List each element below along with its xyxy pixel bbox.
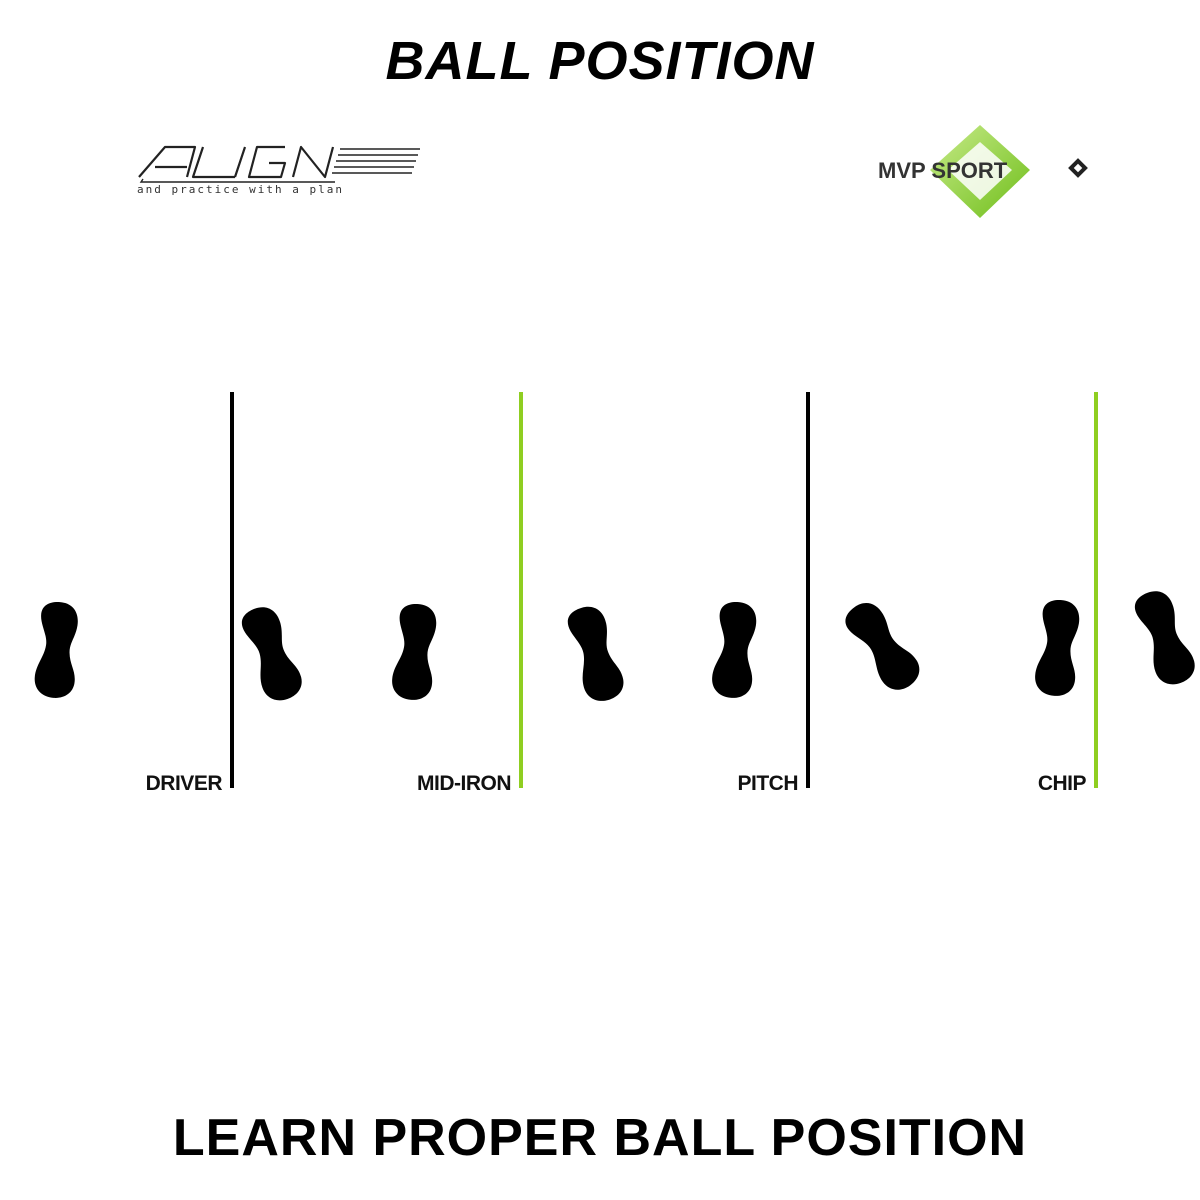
footprint-icon (838, 595, 927, 698)
club-label-pitch: PITCH (737, 772, 799, 795)
align-logo: and practice with a plan (137, 145, 420, 196)
ball-position-diagram (33, 392, 1200, 788)
footprint-icon (1033, 598, 1082, 698)
footprint-icon (390, 602, 439, 702)
footprint-icon (1129, 585, 1200, 690)
club-label-chip: CHIP (1037, 772, 1087, 795)
club-label-mid-iron: MID-IRON (417, 772, 512, 795)
footprint-icon (236, 601, 307, 706)
club-label-driver: DRIVER (145, 772, 223, 795)
footprint-icon (710, 600, 759, 700)
mvp-sport-logo: MVP SPORT (878, 125, 1088, 218)
page-title: BALL POSITION (385, 31, 815, 91)
footer-caption: LEARN PROPER BALL POSITION (172, 1109, 1028, 1167)
footprint-icon (562, 602, 628, 706)
svg-text:MVP SPORT: MVP SPORT (878, 158, 1008, 183)
footprint-icon (33, 600, 81, 700)
svg-text:and practice with a plan: and practice with a plan (137, 183, 344, 196)
